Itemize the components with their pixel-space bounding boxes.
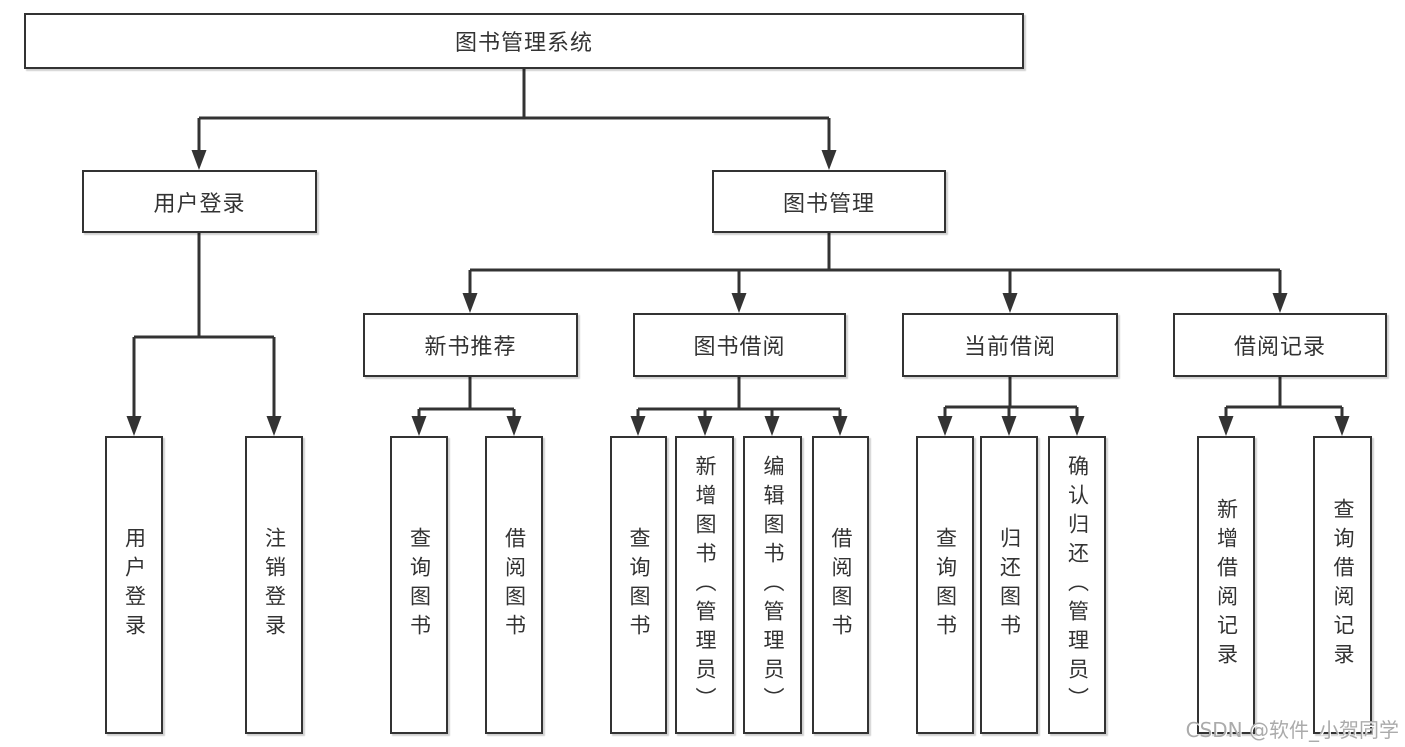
node-bb-borrow-books: 借阅图书 <box>812 436 869 734</box>
node-label: 编辑图书（管理员） <box>761 454 785 716</box>
arrowhead-icon <box>821 150 837 170</box>
node-label: 图书管理系统 <box>454 31 593 56</box>
node-cb-confirm-return-admin: 确认归还（管理员） <box>1048 436 1106 734</box>
node-cb-query-books: 查询图书 <box>916 436 974 734</box>
node-new-book-recommend: 新书推荐 <box>363 313 578 377</box>
node-label: 确认归还（管理员） <box>1065 454 1090 716</box>
node-label: 用户登录 <box>122 527 147 643</box>
node-nb-borrow-books: 借阅图书 <box>485 436 543 734</box>
node-user-login: 用户登录 <box>105 436 163 734</box>
node-book-management-module: 图书管理 <box>712 170 946 233</box>
node-label: 新增借阅记录 <box>1214 498 1239 672</box>
node-borrowing-records: 借阅记录 <box>1173 313 1387 377</box>
node-label: 查询图书 <box>627 527 651 643</box>
arrowhead-icon <box>191 150 207 170</box>
node-system-root: 图书管理系统 <box>24 13 1024 69</box>
arrowhead-icon <box>1001 416 1017 436</box>
node-bb-query-books: 查询图书 <box>610 436 667 734</box>
arrowhead-icon <box>764 416 780 436</box>
arrowhead-icon <box>937 416 953 436</box>
arrowhead-icon <box>1002 293 1018 313</box>
node-bb-add-books-admin: 新增图书（管理员） <box>675 436 734 734</box>
arrowhead-icon <box>1069 416 1085 436</box>
arrowhead-icon <box>731 293 747 313</box>
node-bb-edit-books-admin: 编辑图书（管理员） <box>743 436 802 734</box>
arrowhead-icon <box>832 416 848 436</box>
arrowhead-icon <box>697 416 713 436</box>
node-book-borrowing: 图书借阅 <box>633 313 846 377</box>
arrowhead-icon <box>630 416 646 436</box>
node-current-borrowing: 当前借阅 <box>902 313 1118 377</box>
node-user-login-module: 用户登录 <box>82 170 317 233</box>
node-rec-query-record: 查询借阅记录 <box>1313 436 1372 734</box>
node-label: 注销登录 <box>262 527 287 643</box>
arrowhead-icon <box>1218 416 1234 436</box>
arrowhead-icon <box>126 416 142 436</box>
node-label: 新增图书（管理员） <box>693 454 717 716</box>
node-label: 查询图书 <box>933 527 958 643</box>
arrowhead-icon <box>266 416 282 436</box>
arrowhead-icon <box>1272 293 1288 313</box>
node-rec-add-record: 新增借阅记录 <box>1197 436 1255 734</box>
arrowhead-icon <box>1334 416 1350 436</box>
node-label: 用户登录 <box>153 191 246 217</box>
node-label: 借阅图书 <box>829 527 853 643</box>
node-label: 归还图书 <box>997 527 1022 643</box>
watermark: CSDN @软件_小贺同学 <box>1185 718 1399 742</box>
node-label: 借阅图书 <box>502 527 527 643</box>
node-label: 当前借阅 <box>963 335 1056 360</box>
node-label: 查询借阅记录 <box>1331 498 1355 672</box>
node-cb-return-books: 归还图书 <box>980 436 1038 734</box>
arrowhead-icon <box>411 416 427 436</box>
arrowhead-icon <box>506 416 522 436</box>
node-nb-query-books: 查询图书 <box>390 436 448 734</box>
node-logout: 注销登录 <box>245 436 303 734</box>
node-label: 图书管理 <box>782 191 875 217</box>
node-label: 查询图书 <box>407 527 432 643</box>
node-label: 图书借阅 <box>693 335 786 360</box>
node-label: 借阅记录 <box>1233 335 1326 360</box>
arrowhead-icon <box>462 293 478 313</box>
node-label: 新书推荐 <box>424 335 517 360</box>
